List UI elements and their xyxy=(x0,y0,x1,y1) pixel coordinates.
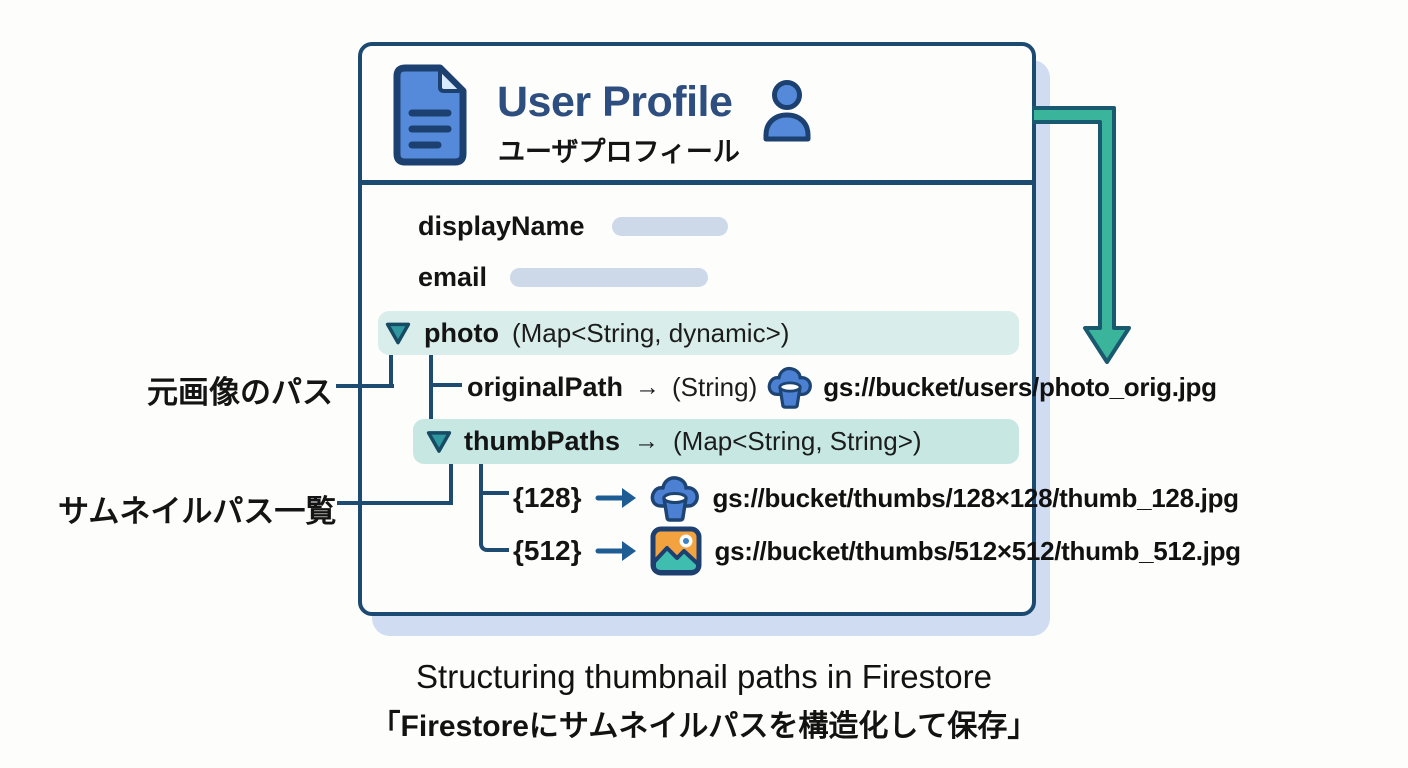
arrow-right-icon xyxy=(595,541,636,561)
placeholder-bar xyxy=(612,217,728,236)
arrow-right-icon xyxy=(595,488,636,508)
annotation-connector xyxy=(337,501,453,505)
field-displayname: displayName xyxy=(418,211,585,241)
field-photo-type: (Map<String, dynamic>) xyxy=(511,317,790,348)
header-divider xyxy=(361,180,1033,185)
field-originalpath-type: (String) xyxy=(672,371,758,402)
cloud-bucket-icon xyxy=(650,476,699,522)
field-photo-label: photo xyxy=(424,317,499,348)
maps-to-arrow: → xyxy=(634,427,660,455)
tree-connector xyxy=(479,463,509,552)
thumb-512-row: {512} gs://bucket/thumbs/512×512/thumb_5… xyxy=(513,523,1241,579)
thumb-512-key: {512} xyxy=(513,535,582,566)
thumb-128-row: {128} gs://bucket/thumbs/128×128/thumb_1… xyxy=(513,470,1239,526)
thumb-512-value: gs://bucket/thumbs/512×512/thumb_512.jpg xyxy=(714,535,1242,566)
annotation-thumb-paths: サムネイルパス一覧 xyxy=(58,494,337,529)
triangle-down-icon xyxy=(426,430,452,453)
field-originalpath-value: gs://bucket/users/photo_orig.jpg xyxy=(823,371,1217,402)
annotation-connector xyxy=(336,384,394,388)
field-photo-band: photo (Map<String, dynamic>) xyxy=(378,311,1019,355)
field-originalpath-label: originalPath xyxy=(467,371,624,402)
placeholder-bar xyxy=(510,268,708,287)
tree-connector xyxy=(429,355,433,431)
field-thumbpaths-label: thumbPaths xyxy=(464,426,621,456)
flow-arrow-down-icon xyxy=(1032,106,1131,364)
document-icon xyxy=(393,64,467,166)
maps-to-arrow: → xyxy=(635,372,661,401)
caption-block: Structuring thumbnail paths in Firestore… xyxy=(0,658,1408,745)
thumb-128-value: gs://bucket/thumbs/128×128/thumb_128.jpg xyxy=(712,482,1240,513)
tree-connector xyxy=(449,463,453,505)
cloud-bucket-icon xyxy=(767,366,813,409)
caption-japanese: 「Firestoreにサムネイルパスを構造化して保存」 xyxy=(370,710,1038,743)
image-icon xyxy=(650,526,702,576)
card-title: User Profile xyxy=(497,78,733,126)
thumb-128-key: {128} xyxy=(513,482,582,513)
field-email: email xyxy=(418,262,488,292)
caption-english: Structuring thumbnail paths in Firestore xyxy=(416,658,992,695)
person-icon xyxy=(763,80,811,142)
tree-connector xyxy=(431,383,462,387)
triangle-down-icon xyxy=(385,322,411,344)
field-thumbpaths-type: (Map<String, String>) xyxy=(673,426,922,456)
field-thumbpaths-band: thumbPaths → (Map<String, String>) xyxy=(413,419,1019,464)
card-subtitle: ユーザプロフィール xyxy=(498,137,740,167)
annotation-original-path: 元画像のパス xyxy=(147,375,333,410)
field-originalpath-row: originalPath → (String) gs://bucket/user… xyxy=(467,364,1217,410)
tree-connector xyxy=(389,355,393,388)
tree-connector xyxy=(483,491,509,495)
